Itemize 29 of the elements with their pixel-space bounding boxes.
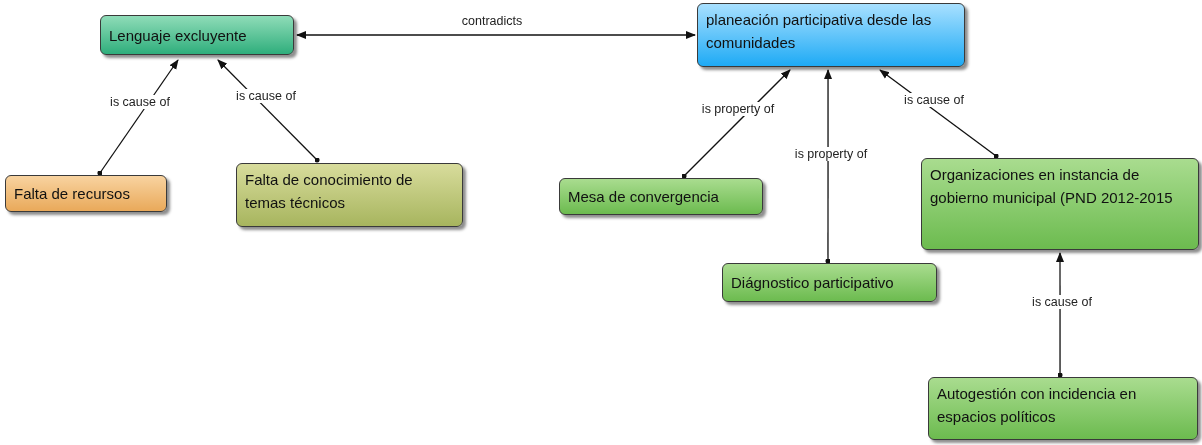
concept-text: Diágnostico participativo xyxy=(731,273,894,293)
concept-box xyxy=(928,377,1198,440)
concept-box xyxy=(100,15,294,55)
concept-text: planeación participativa desde las comunidades xyxy=(706,10,933,53)
edge-label: is property of xyxy=(792,147,870,161)
concept-box xyxy=(5,175,167,212)
arrow xyxy=(217,59,320,163)
edge-label: is cause of xyxy=(902,93,966,107)
arrow xyxy=(97,59,179,176)
edge-label: is cause of xyxy=(108,95,172,109)
concept-box xyxy=(697,3,965,67)
concept-box xyxy=(559,178,763,215)
edge-label: is property of xyxy=(699,102,777,116)
arrow xyxy=(1056,252,1064,378)
edge-label: is cause of xyxy=(1030,295,1094,309)
edge-label: contradicts xyxy=(459,14,525,28)
arrow xyxy=(681,69,791,179)
arrow xyxy=(824,69,833,264)
edge-label: is cause of xyxy=(234,89,298,103)
concept-text: Falta de recursos xyxy=(14,184,130,204)
concept-text: Organizaciones en instancia de gobierno municipal (PND 2012-2015 xyxy=(930,165,1174,208)
concept-text: Falta de conocimiento de temas técnicos xyxy=(245,170,414,213)
concept-box xyxy=(722,263,937,302)
concept-text: Autogestión con incidencia en espacios políticos xyxy=(937,384,1138,427)
concept-text: Mesa de convergencia xyxy=(568,187,719,207)
concept-box xyxy=(921,158,1199,250)
arrow xyxy=(296,31,696,39)
concept-text: Lenguaje excluyente xyxy=(109,25,247,46)
concept-box xyxy=(236,163,463,227)
